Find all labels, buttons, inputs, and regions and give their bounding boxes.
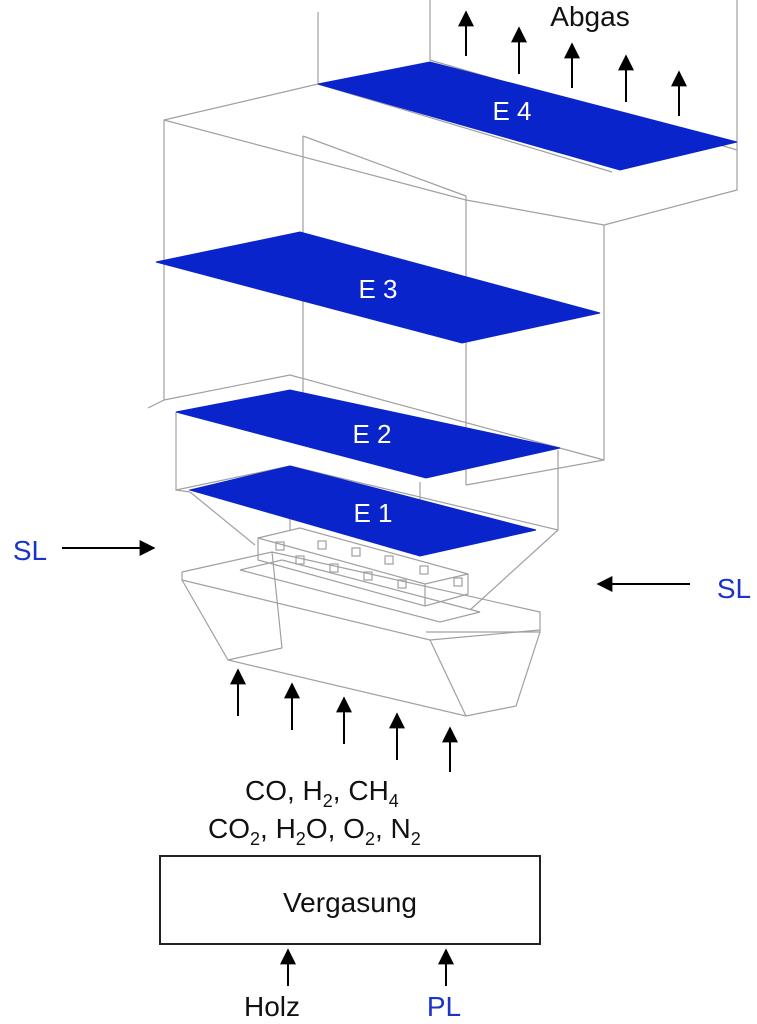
input-arrows [280,948,454,986]
abgas-arrows [458,10,687,116]
vergasung-box: Vergasung [159,855,541,945]
sl-right-label: SL [717,573,751,604]
holz-label: Holz [244,991,300,1022]
gas-line-2: CO2, H2O, O2, N2 [208,813,421,849]
plane-e4: E 4 [317,61,738,171]
sl-left-label: SL [13,535,47,566]
plane-e1: E 1 [188,465,537,557]
abgas-label: Abgas [550,1,629,32]
gas-inflow-arrows [230,668,458,772]
vergasung-label: Vergasung [283,887,417,918]
pl-label: PL [427,991,461,1022]
plane-e3-label: E 3 [358,274,397,304]
plane-e1-label: E 1 [353,498,392,528]
plane-e3: E 3 [155,231,601,344]
plane-e4-label: E 4 [492,96,531,126]
gas-line-1: CO, H2, CH4 [245,775,399,811]
plane-e2: E 2 [175,389,561,479]
plane-e2-label: E 2 [352,419,391,449]
